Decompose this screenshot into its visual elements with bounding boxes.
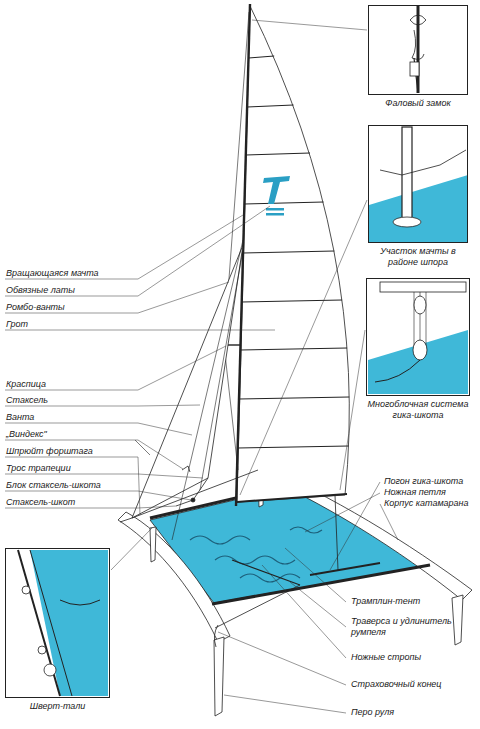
trapeze-wire	[200, 250, 243, 490]
rudder	[452, 595, 463, 645]
part-label: Ножные стропы	[350, 652, 422, 663]
inset-panel: Шверт-тали	[5, 548, 110, 712]
part-label: Шпрюйт форштага	[5, 446, 94, 457]
part-label: Трамплин-тент	[350, 596, 421, 607]
inset-frame	[368, 125, 468, 243]
inset-caption: Участок мачты в районе шпора	[368, 246, 468, 268]
inset-frame	[5, 548, 110, 698]
part-label: Обвязные латы	[5, 285, 76, 296]
part-label: Стаксель	[5, 395, 49, 406]
rudder	[214, 637, 224, 716]
sail-logo	[263, 176, 290, 216]
inset-art	[18, 6, 468, 696]
inset-caption: Фаловый замок	[368, 98, 468, 109]
part-label: Страховочный конец	[350, 679, 443, 690]
inset-leaders	[111, 20, 367, 570]
part-label: Блок стаксель-шкота	[5, 480, 102, 491]
part-label: Ножная петля	[383, 487, 447, 498]
part-label: Краспица	[5, 379, 47, 390]
part-label: Корпус катамарана	[383, 498, 470, 509]
battens	[238, 56, 350, 448]
shroud	[172, 240, 243, 540]
part-label: Трос трапеции	[5, 463, 72, 474]
inset-caption: Шверт-тали	[5, 701, 110, 712]
boat	[118, 4, 472, 716]
mast	[236, 4, 250, 506]
part-label: Погон гика-шкота	[383, 476, 464, 487]
diamond-wires	[224, 12, 249, 470]
part-label: Траверса и удлинитель румпеля	[350, 616, 462, 638]
inset-panel: Фаловый замок	[368, 5, 468, 109]
inset-panel: Многоблочная система гика-шкота	[366, 278, 470, 421]
part-label: Ванта	[5, 412, 35, 423]
part-label: „Виндекс"	[5, 429, 48, 440]
part-label: Стаксель-шкот	[5, 497, 76, 508]
inset-caption: Многоблочная система гика-шкота	[366, 399, 470, 421]
tiller-extension	[232, 560, 300, 585]
inset-frame	[366, 278, 470, 396]
part-label: Перо руля	[350, 707, 395, 718]
part-label: Вращающаяся мачта	[5, 268, 100, 279]
part-label: Ромбо-ванты	[5, 302, 66, 313]
inset-panel: Участок мачты в районе шпора	[368, 125, 468, 268]
label-leaders	[5, 206, 398, 713]
part-label: Грот	[5, 319, 29, 330]
mainsail	[237, 6, 349, 502]
foot-straps	[190, 527, 322, 582]
inset-frame	[368, 5, 468, 95]
